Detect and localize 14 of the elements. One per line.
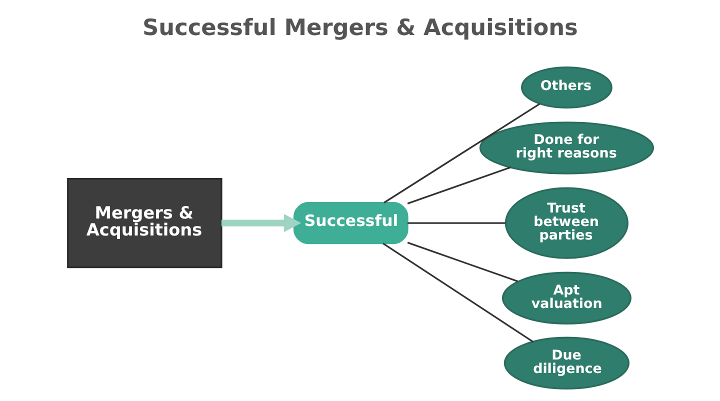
connector (406, 166, 510, 204)
arrow (220, 213, 301, 232)
node-box: Successful (292, 202, 408, 244)
connector (407, 222, 505, 224)
node-ellipse: Trust between parties (504, 186, 628, 258)
node-box: Mergers & Acquisitions (66, 177, 222, 268)
node-ellipse: Others (520, 66, 612, 108)
connector (382, 242, 534, 342)
connector (383, 102, 540, 203)
diagram-title: Successful Mergers & Acquisitions (142, 14, 578, 40)
node-ellipse: Due diligence (503, 336, 630, 389)
node-ellipse: Done for right reasons (478, 121, 654, 174)
node-ellipse: Apt valuation (501, 271, 631, 324)
connector (406, 241, 518, 282)
